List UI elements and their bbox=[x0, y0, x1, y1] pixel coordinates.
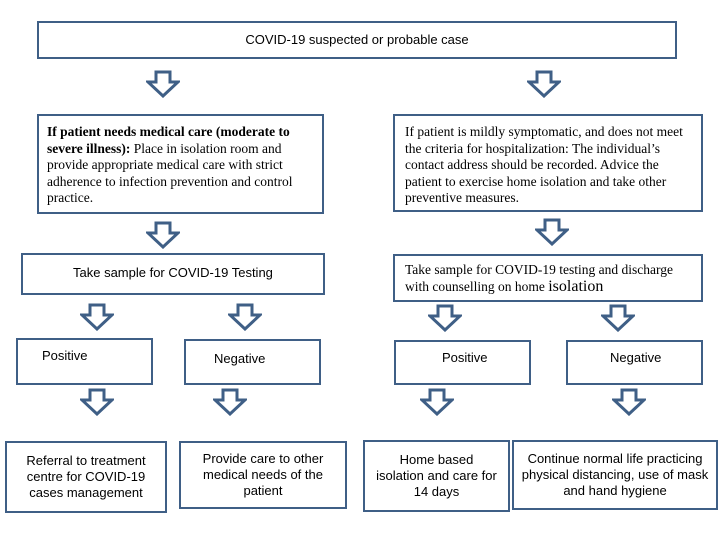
down-arrow-icon bbox=[420, 388, 454, 416]
medical-care-heading: If patient needs medical care (moderate … bbox=[47, 124, 290, 156]
down-arrow-icon bbox=[228, 303, 262, 331]
down-arrow-icon bbox=[80, 303, 114, 331]
sample-testing-box: Take sample for COVID-19 Testing bbox=[21, 253, 325, 295]
referral-treatment-box: Referral to treatment centre for COVID-1… bbox=[5, 441, 167, 513]
right-negative-label: Negative bbox=[610, 350, 662, 365]
right-positive-box: Positive bbox=[394, 340, 531, 385]
down-arrow-icon bbox=[146, 221, 180, 249]
sample-discharge-box: Take sample for COVID-19 testing and dis… bbox=[393, 254, 703, 302]
mild-symptoms-box: If patient is mildly symptomatic, and do… bbox=[393, 114, 703, 212]
down-arrow-icon bbox=[612, 388, 646, 416]
home-isolation-box: Home based isolation and care for 14 day… bbox=[363, 440, 510, 512]
down-arrow-icon bbox=[80, 388, 114, 416]
down-arrow-icon bbox=[146, 70, 180, 98]
suspected-case-text: COVID-19 suspected or probable case bbox=[245, 32, 469, 47]
suspected-case-box: COVID-19 suspected or probable case bbox=[37, 21, 677, 59]
left-negative-box: Negative bbox=[184, 339, 321, 385]
left-negative-label: Negative bbox=[214, 351, 266, 366]
down-arrow-icon bbox=[428, 304, 462, 332]
right-negative-box: Negative bbox=[566, 340, 703, 385]
other-medical-care-text: Provide care to other medical needs of t… bbox=[202, 451, 324, 498]
left-positive-box: Positive bbox=[16, 338, 153, 385]
medical-care-box: If patient needs medical care (moderate … bbox=[37, 114, 324, 214]
down-arrow-icon bbox=[527, 70, 561, 98]
sample-testing-text: Take sample for COVID-19 Testing bbox=[73, 265, 273, 280]
medical-care-text: Place in isolation room and provide appr… bbox=[47, 140, 293, 206]
sample-discharge-isolation: isolation bbox=[548, 277, 604, 295]
normal-life-box: Continue normal life practicing physical… bbox=[512, 440, 718, 510]
right-positive-label: Positive bbox=[442, 350, 488, 365]
down-arrow-icon bbox=[601, 304, 635, 332]
down-arrow-icon bbox=[535, 218, 569, 246]
sample-discharge-text: Take sample for COVID-19 testing and dis… bbox=[405, 262, 673, 294]
mild-symptoms-text: If patient is mildly symptomatic, and do… bbox=[405, 124, 683, 205]
left-positive-label: Positive bbox=[42, 348, 88, 363]
down-arrow-icon bbox=[213, 388, 247, 416]
home-isolation-text: Home based isolation and care for 14 day… bbox=[376, 452, 497, 499]
other-medical-care-box: Provide care to other medical needs of t… bbox=[179, 441, 347, 509]
normal-life-text: Continue normal life practicing physical… bbox=[521, 451, 709, 498]
referral-treatment-text: Referral to treatment centre for COVID-1… bbox=[26, 453, 146, 500]
